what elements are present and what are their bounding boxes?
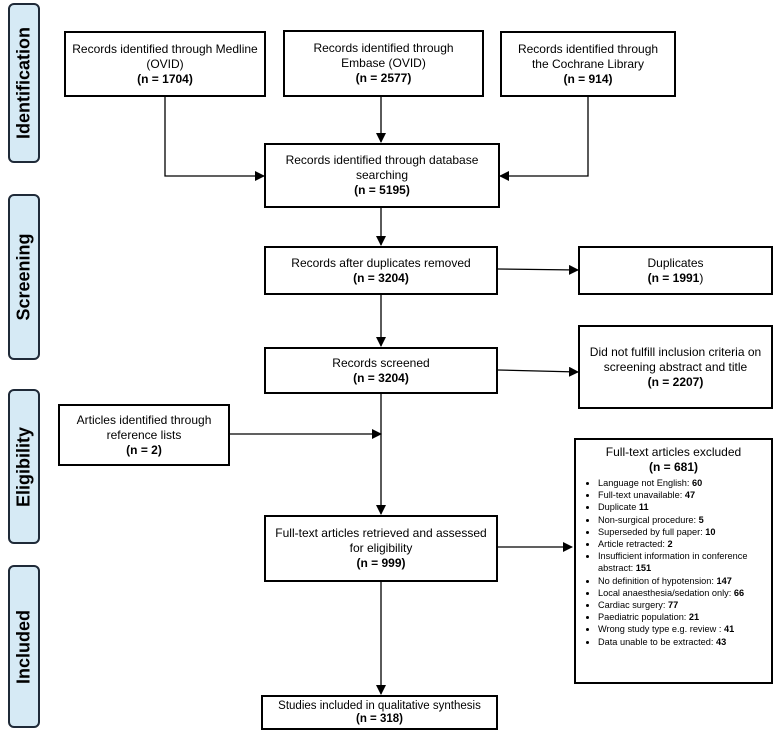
box-count: (n = 1704) — [137, 71, 193, 86]
box-text: Duplicates — [647, 255, 704, 270]
exclusion-item: Cardiac surgery: 77 — [598, 599, 765, 611]
box-cochrane: Records identified through the Cochrane … — [500, 31, 676, 97]
exclusion-item: Wrong study type e.g. review : 41 — [598, 623, 765, 635]
exclusion-item: Duplicate 11 — [598, 501, 765, 513]
exclusion-item: Data unable to be extracted: 43 — [598, 636, 765, 648]
exclusion-item: No definition of hypotension: 147 — [598, 575, 765, 587]
box-count: (n = 2577) — [355, 71, 412, 85]
box-text: Records screened — [332, 355, 430, 370]
box-not-fulfill: Did not fulfill inclusion criteria on sc… — [578, 325, 773, 409]
stage-included: Included — [8, 565, 40, 728]
box-count: (n = 2) — [126, 442, 162, 457]
exclusion-reasons-list: Language not English: 60 Full-text unava… — [582, 477, 765, 648]
exclusion-item: Full-text unavailable: 47 — [598, 489, 765, 501]
exclusion-item: Paediatric population: 21 — [598, 611, 765, 623]
box-count: (n = 3204) — [353, 370, 409, 385]
exclusion-item: Language not English: 60 — [598, 477, 765, 489]
exclusion-item: Insufficient information in conference a… — [598, 550, 765, 574]
box-records-screened: Records screened (n = 3204) — [264, 347, 498, 394]
exclusion-item: Local anaesthesia/sedation only: 66 — [598, 587, 765, 599]
box-text: Studies included in qualitative synthesi… — [278, 699, 481, 712]
box-count: (n = 5195) — [354, 183, 410, 197]
box-embase: Records identified through Embase (OVID)… — [283, 30, 484, 97]
box-count: (n = 1991) — [647, 270, 704, 285]
box-count: (n = 999) — [356, 556, 406, 570]
box-text: Records after duplicates removed — [291, 255, 471, 270]
arrow-medline-to-database — [164, 97, 265, 181]
box-count: (n = 3204) — [353, 270, 409, 285]
box-text: Records identified through Embase (OVID) — [313, 41, 454, 70]
arrow-to-not-fulfill — [497, 366, 579, 377]
box-count: (n = 2207) — [647, 374, 704, 389]
box-text: Records identified through Medline (OVID… — [72, 41, 258, 71]
box-database-searching: Records identified through database sear… — [264, 143, 500, 208]
box-reference-lists: Articles identified through reference li… — [58, 404, 230, 466]
arrow-cochrane-to-database — [499, 97, 589, 181]
box-medline: Records identified through Medline (OVID… — [64, 31, 266, 97]
arrow-to-duplicates — [497, 264, 579, 275]
excluded-title: Full-text articles excluded — [605, 445, 742, 459]
box-text: Did not fulfill inclusion criteria on sc… — [589, 344, 762, 374]
box-after-duplicates: Records after duplicates removed (n = 32… — [264, 246, 498, 295]
box-duplicates: Duplicates (n = 1991) — [578, 246, 773, 295]
box-text: Full-text articles retrieved and assesse… — [275, 526, 487, 555]
excluded-count: (n = 681) — [648, 460, 699, 474]
box-fulltext-assessed: Full-text articles retrieved and assesse… — [264, 515, 498, 582]
box-text: Records identified through database sear… — [285, 153, 479, 182]
box-text: Articles identified through reference li… — [76, 412, 212, 442]
stage-identification: Identification — [8, 3, 40, 163]
stage-screening: Screening — [8, 194, 40, 360]
box-text: Records identified through the Cochrane … — [517, 41, 659, 71]
stage-eligibility: Eligibility — [8, 389, 40, 544]
box-studies-included: Studies included in qualitative synthesi… — [261, 695, 498, 730]
box-count: (n = 318) — [356, 712, 403, 725]
box-count: (n = 914) — [563, 71, 613, 86]
exclusion-item: Article retracted: 2 — [598, 538, 765, 550]
box-fulltext-excluded: Full-text articles excluded (n = 681) La… — [574, 438, 773, 684]
exclusion-item: Superseded by full paper: 10 — [598, 526, 765, 538]
exclusion-item: Non-surgical procedure: 5 — [598, 514, 765, 526]
